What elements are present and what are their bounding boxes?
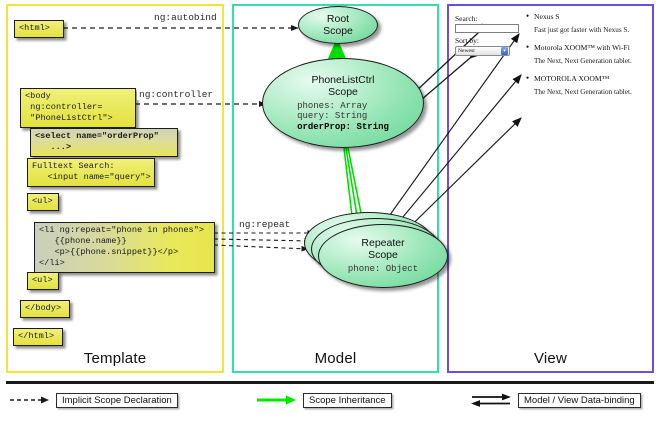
scope-phonelistctrl[interactable]: PhoneListCtrl Scope phones: Array query:… (262, 58, 424, 148)
search-label: Search: (455, 14, 478, 23)
code-box-html-close[interactable]: </html> (13, 328, 63, 346)
green-arrow-icon (257, 395, 296, 405)
dashed-arrow-icon (10, 396, 49, 404)
scope-root[interactable]: Root Scope (298, 6, 378, 44)
legend-item-implicit-scope: Implicit Scope Declaration (8, 392, 178, 408)
panel-template-label: Template (83, 350, 147, 367)
code-box-ul-close[interactable]: <ul> (27, 272, 59, 290)
chevron-down-icon: ▾ (501, 47, 508, 55)
phone-snippet: The Next, Next Generation tablet. (534, 88, 632, 96)
code-box-body-open[interactable]: <body ng:controller= "PhoneListCtrl"> (20, 88, 136, 128)
panel-view-label: View (533, 350, 568, 367)
search-input[interactable] (455, 24, 519, 33)
double-arrow-icon (471, 393, 511, 407)
code-box-select[interactable]: <select name="orderProp" ...> (30, 128, 178, 157)
code-box-fulltext-search[interactable]: Fulltext Search: <input name="query"> (27, 158, 155, 187)
scope-root-title: Root Scope (323, 13, 353, 37)
scope-repeater-title: Repeater Scope (361, 237, 405, 262)
sort-by-selected-value: Newest (458, 48, 475, 54)
wire-label-repeat: ng:repeat (237, 219, 293, 230)
phone-name[interactable]: Motorola XOOM™ with Wi-Fi (525, 42, 650, 53)
list-item[interactable]: MOTOROLA XOOM™ The Next, Next Generation… (525, 73, 650, 97)
legend-label-data-binding: Model / View Data-binding (518, 392, 641, 408)
list-item[interactable]: Motorola XOOM™ with Wi-Fi The Next, Next… (525, 42, 650, 66)
view-search-form: Search: Sort by: Newest ▾ (455, 14, 530, 56)
sort-by-select[interactable]: Newest ▾ (455, 46, 510, 56)
scope-phonelistctrl-title: PhoneListCtrl Scope (311, 73, 375, 98)
phone-name[interactable]: MOTOROLA XOOM™ (525, 73, 650, 84)
panel-model-label: Model (314, 350, 357, 367)
legend-divider (6, 381, 654, 384)
wire-label-autobind: ng:autobind (152, 12, 219, 23)
list-item[interactable]: Nexus S Fast just got faster with Nexus … (525, 11, 650, 35)
phone-snippet: Fast just got faster with Nexus S. (534, 26, 630, 34)
wire-label-controller: ng:controller (137, 89, 216, 100)
view-phone-list: Nexus S Fast just got faster with Nexus … (525, 11, 650, 105)
phone-snippet: The Next, Next Generation tablet. (534, 57, 632, 65)
code-box-body-close[interactable]: </body> (20, 300, 70, 318)
code-box-html-open[interactable]: <html> (14, 20, 64, 38)
scope-repeater-props: phone: Object (347, 264, 419, 275)
legend-label-scope-inheritance: Scope Inheritance (303, 392, 392, 408)
scope-phonelistctrl-props: phones: Array query: String orderProp: S… (297, 100, 389, 132)
sort-by-label: Sort by: (455, 36, 479, 45)
phone-name[interactable]: Nexus S (525, 11, 650, 22)
code-box-ul-open[interactable]: <ul> (27, 193, 59, 211)
legend-item-scope-inheritance: Scope Inheritance (255, 392, 392, 408)
legend-label-implicit-scope: Implicit Scope Declaration (56, 392, 178, 408)
scope-prop-orderprop: orderProp: String (297, 121, 389, 132)
legend-item-data-binding: Model / View Data-binding (470, 392, 641, 408)
scope-repeater[interactable]: Repeater Scope phone: Object (318, 224, 448, 288)
code-box-li-repeat[interactable]: <li ng:repeat="phone in phones"> {{phone… (34, 222, 215, 273)
